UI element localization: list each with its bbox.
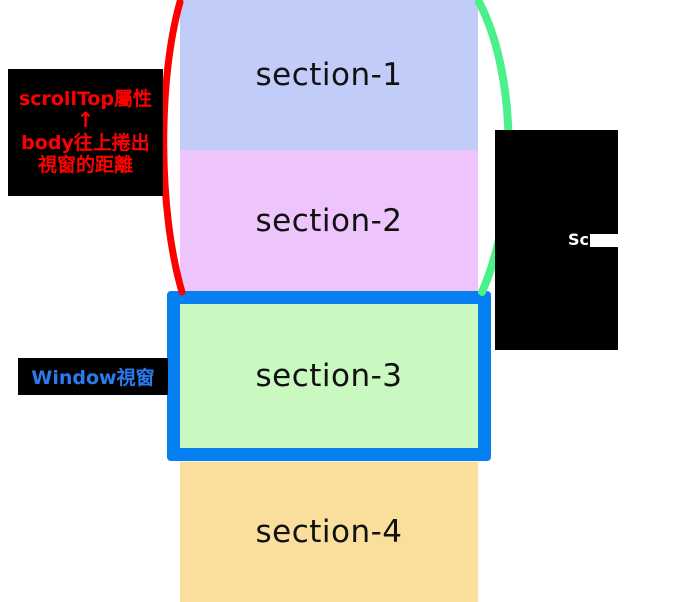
scroll-right-label: Sc	[568, 230, 590, 249]
window-viewport-frame: section-3	[167, 291, 491, 461]
clipped-text-artifact	[590, 234, 658, 247]
window-viewport-label: Window視窗	[31, 367, 155, 389]
scrolltop-description-line-1: body往上捲出	[21, 132, 150, 155]
scrolltop-property-label: scrollTop屬性	[18, 88, 153, 111]
section-4-label: section-4	[255, 514, 403, 550]
window-viewport-annotation-box: Window視窗	[18, 358, 168, 395]
section-4-block: section-4	[180, 462, 478, 602]
scrolltop-description-line-2: 視窗的距離	[37, 153, 133, 176]
up-arrow-icon: ↑	[76, 108, 95, 133]
section-1-label: section-1	[255, 57, 403, 93]
scroll-right-annotation-box: Sc	[495, 130, 658, 350]
section-1-block: section-1	[180, 0, 478, 150]
section-3-label: section-3	[255, 358, 403, 394]
section-2-block: section-2	[180, 150, 478, 291]
scrolltop-annotation-box: scrollTop屬性 ↑ body往上捲出 視窗的距離	[8, 69, 163, 196]
section-2-label: section-2	[255, 202, 403, 239]
